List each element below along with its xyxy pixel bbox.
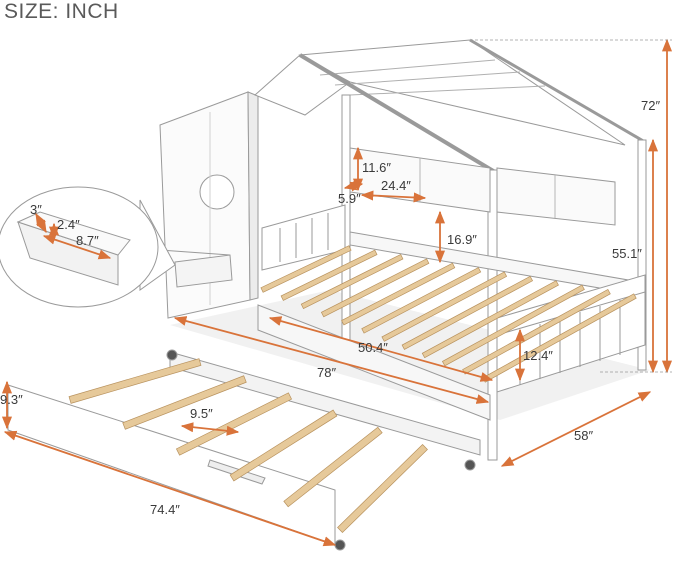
label-side-shelf-width: 8.7″ [76,233,99,248]
arrow-side-shelf-width [42,234,112,260]
label-shelf-gap: 16.9″ [447,232,477,247]
label-width: 58″ [574,428,593,443]
side-shelf [496,167,616,226]
arrow-shelf-width [360,190,427,203]
arrow-side-shelf-depth [35,212,47,234]
trundle-slat [337,444,428,533]
label-length: 78″ [317,365,336,380]
label-side-shelf-height: 2.4″ [57,217,80,232]
main-slat [300,254,404,310]
label-slat-gap: 9.5″ [190,406,213,421]
label-trundle-length: 74.4″ [150,502,180,517]
trundle-slat [122,375,247,430]
label-trundle-height: 9.3″ [0,392,23,407]
page-title: SIZE: INCH [4,0,119,23]
headboard-window [199,174,235,210]
trundle-slat [68,358,202,404]
extension-lines [470,39,672,373]
trundle-wheel-back [464,459,476,471]
label-shelf-width: 24.4″ [381,178,411,193]
arrow-inner-length [268,316,494,382]
label-side-shelf-depth: 3″ [30,202,42,217]
label-inner-length: 50.4″ [358,340,388,355]
bed-frame [159,38,650,461]
dimension-labels: 72″ 55.1″ 58″ 78″ 50.4″ 12.4″ 11.6″ 24.4… [0,98,660,517]
headboard-edge [247,91,259,301]
label-shelf-height: 11.6″ [362,160,391,175]
label-rail-height: 12.4″ [523,348,553,363]
bed-wheel [166,349,178,361]
label-post-height: 55.1″ [612,246,642,261]
arrow-trundle-length [3,430,337,547]
label-total-height: 72″ [641,98,660,113]
arrow-shelf-depth [343,180,364,192]
main-slat [280,249,378,301]
arrow-width [500,391,652,467]
arrow-slat-gap [180,422,240,436]
main-slat [320,258,430,318]
left-guard-rail [261,204,346,271]
headboard-side-shelf [174,254,233,288]
dimension-arrows [1,38,673,547]
post-rear-right [637,139,647,371]
headboard-panel [159,91,251,319]
label-shelf-depth: 5.9″ [338,191,361,206]
trundle-wheel-front [334,539,346,551]
main-slat [260,245,352,293]
